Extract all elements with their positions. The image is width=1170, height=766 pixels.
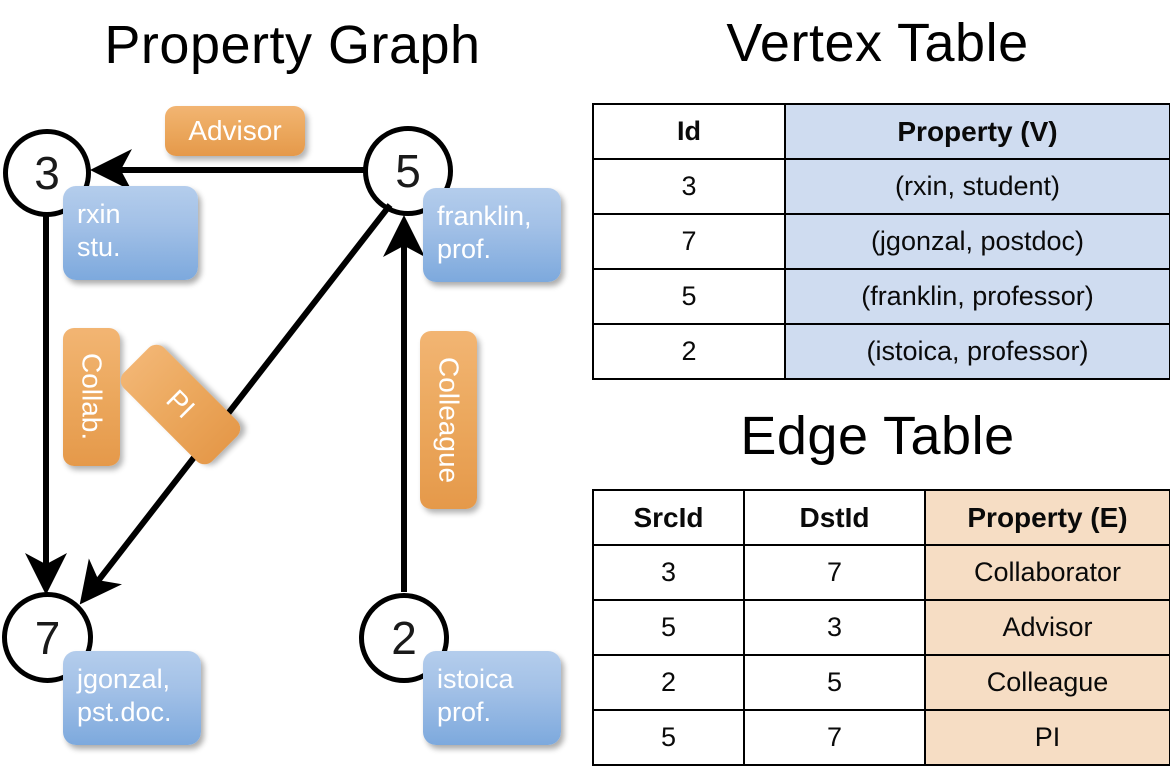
vertex-table-header-id: Id — [592, 103, 786, 160]
edge-table-header-property: Property (E) — [924, 489, 1170, 546]
edge-table: SrcId DstId Property (E) 3 7 Collaborato… — [592, 489, 1170, 766]
graph-node-7-property-box: jgonzal, pst.doc. — [63, 651, 201, 745]
graph-node-3-property-line1: rxin — [77, 199, 121, 229]
graph-edges-layer — [25, 149, 425, 605]
vertex-table-cell-property: (rxin, student) — [784, 158, 1170, 215]
graph-edge-5-to-7 — [79, 203, 393, 605]
edge-table-header-srcid: SrcId — [592, 489, 745, 546]
graph-node-5[interactable]: 5 — [363, 126, 453, 216]
vertex-table-row: 7 (jgonzal, postdoc) — [592, 213, 1170, 270]
vertex-table-row: 3 (rxin, student) — [592, 158, 1170, 215]
edge-table-row: 5 7 PI — [592, 709, 1170, 766]
edge-table-cell-srcid: 2 — [592, 654, 745, 711]
edge-table-header-dstid: DstId — [743, 489, 926, 546]
graph-edge-label-collab-text: Collab. — [76, 353, 108, 441]
edge-table-cell-srcid: 5 — [592, 599, 745, 656]
graph-node-5-property-line1: franklin, — [437, 201, 532, 231]
graph-node-3-property-box: rxin stu. — [63, 186, 198, 280]
graph-node-2-label: 2 — [391, 612, 417, 664]
vertex-table-cell-id: 3 — [592, 158, 786, 215]
graph-node-3-property-line2: stu. — [77, 231, 121, 262]
vertex-table-cell-id: 2 — [592, 323, 786, 380]
edge-table-cell-property: Collaborator — [924, 544, 1170, 601]
edge-table-cell-srcid: 3 — [592, 544, 745, 601]
vertex-table-header-row: Id Property (V) — [592, 103, 1170, 160]
vertex-table-row: 5 (franklin, professor) — [592, 268, 1170, 325]
vertex-table-cell-property: (istoica, professor) — [784, 323, 1170, 380]
vertex-table-row: 2 (istoica, professor) — [592, 323, 1170, 380]
page-title-edge-table: Edge Table — [740, 406, 1015, 466]
graph-node-7[interactable]: 7 — [2, 592, 93, 683]
edge-table-cell-property: Colleague — [924, 654, 1170, 711]
edge-table-cell-dstid: 7 — [743, 544, 926, 601]
graph-node-3[interactable]: 3 — [3, 129, 91, 217]
vertex-table-cell-property: (franklin, professor) — [784, 268, 1170, 325]
graph-node-5-property-line2: prof. — [437, 233, 492, 264]
graph-node-2[interactable]: 2 — [359, 593, 449, 683]
graph-node-2-property-line1: istoica — [437, 664, 514, 694]
edge-table-row: 3 7 Collaborator — [592, 544, 1170, 601]
page-title-property-graph: Property Graph — [104, 15, 481, 75]
graph-edge-label-advisor-text: Advisor — [188, 115, 282, 146]
edge-table-header-row: SrcId DstId Property (E) — [592, 489, 1170, 546]
edge-table-cell-property: PI — [924, 709, 1170, 766]
edge-table-cell-dstid: 5 — [743, 654, 926, 711]
graph-node-5-label: 5 — [395, 145, 421, 197]
graph-node-5-property-box: franklin, prof. — [423, 188, 561, 282]
vertex-table-cell-id: 5 — [592, 268, 786, 325]
vertex-table-header-property: Property (V) — [784, 103, 1170, 160]
edge-table-row: 5 3 Advisor — [592, 599, 1170, 656]
graph-node-7-property-line2: pst.doc. — [77, 696, 172, 727]
graph-node-2-property-box: istoica prof. — [423, 651, 561, 745]
graph-node-7-label: 7 — [34, 611, 61, 664]
graph-edge-label-colleague-text: Colleague — [433, 356, 465, 484]
edge-table-cell-dstid: 7 — [743, 709, 926, 766]
page-title-vertex-table: Vertex Table — [726, 13, 1029, 73]
graph-node-2-property-line2: prof. — [437, 696, 492, 727]
vertex-table-cell-id: 7 — [592, 213, 786, 270]
graph-edge-label-colleague: Colleague — [420, 331, 477, 509]
vertex-table-cell-property: (jgonzal, postdoc) — [784, 213, 1170, 270]
edge-table-row: 2 5 Colleague — [592, 654, 1170, 711]
edge-table-cell-property: Advisor — [924, 599, 1170, 656]
edge-table-cell-srcid: 5 — [592, 709, 745, 766]
graph-node-3-label: 3 — [34, 147, 60, 199]
graph-edge-label-advisor: Advisor — [165, 106, 305, 156]
edge-table-cell-dstid: 3 — [743, 599, 926, 656]
graph-node-7-property-line1: jgonzal, — [77, 664, 171, 694]
vertex-table: Id Property (V) 3 (rxin, student) 7 (jgo… — [592, 103, 1170, 380]
graph-edge-label-pi-text: PI — [160, 383, 202, 425]
graph-edge-label-collab: Collab. — [63, 328, 120, 466]
